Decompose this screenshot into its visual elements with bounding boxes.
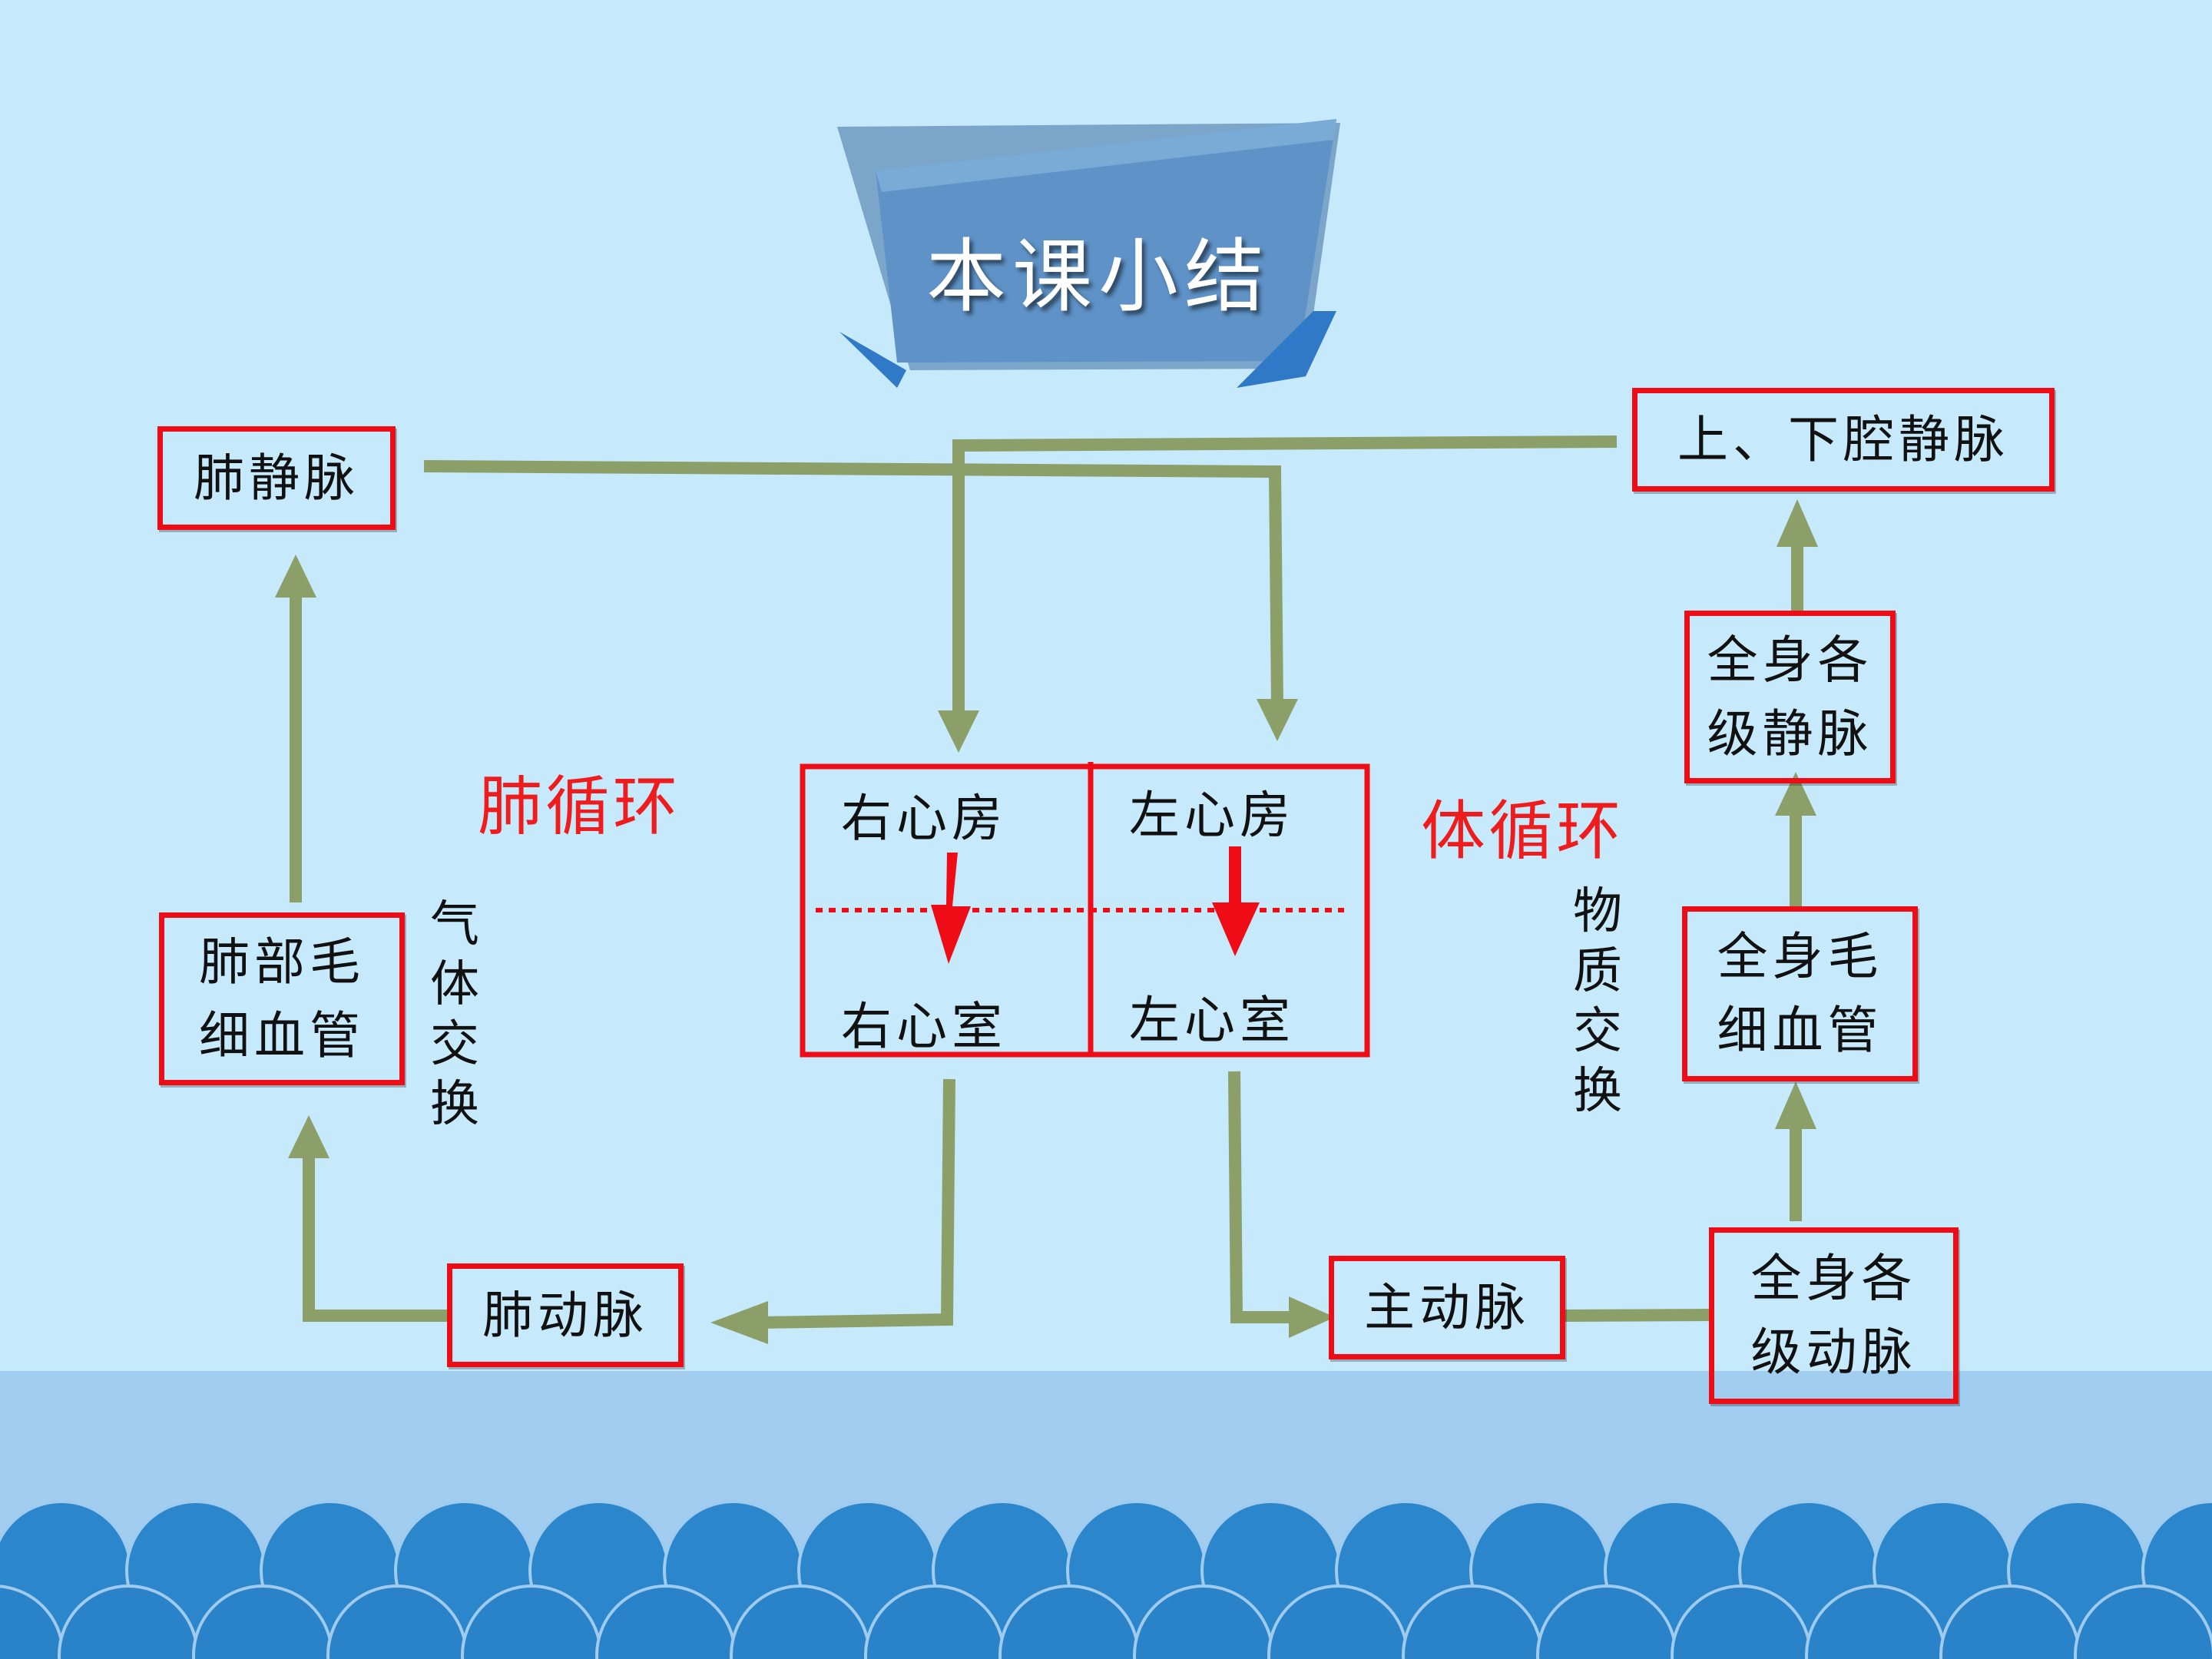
right-atrium-label: 右心房 — [841, 789, 1007, 848]
left-atrium-label: 左心房 — [1129, 786, 1295, 845]
right-ventricle-label: 右心室 — [841, 997, 1007, 1056]
node-pulmonary-artery-label: 肺动脉 — [482, 1285, 648, 1345]
heart-box — [800, 762, 1370, 1058]
line-right-ventricle-to-pulmonary-artery — [760, 1078, 955, 1329]
line-pulmonary-vein-to-left-atrium — [423, 460, 1283, 706]
wave-circle — [2074, 1584, 2212, 1659]
node-aorta: 主动脉 — [1329, 1256, 1565, 1359]
arrowhead-pulmonary-vein — [275, 555, 316, 598]
line-pulmonary-artery-to-lung-capillaries — [303, 1152, 447, 1322]
arrowhead-body-capillaries — [1775, 1081, 1816, 1129]
page-title: 本课小结 — [926, 230, 1270, 323]
node-lung-capillaries: 肺部毛 细血管 — [159, 912, 405, 1085]
node-pulmonary-vein: 肺静脉 — [157, 426, 396, 530]
arrowhead-aorta — [1289, 1296, 1335, 1338]
node-pulmonary-artery: 肺动脉 — [447, 1263, 684, 1367]
material-exchange-label: 物质交换 — [1573, 883, 1622, 1121]
red-arrow-left-heart — [1212, 846, 1260, 956]
node-body-capillaries-label: 全身毛 细血管 — [1717, 927, 1883, 1060]
node-aorta-label: 主动脉 — [1364, 1277, 1530, 1337]
line-vena-cava-to-right-atrium — [952, 435, 1618, 718]
pulmonary-circulation-label: 肺循环 — [478, 769, 681, 844]
node-body-veins-label: 全身各 级静脉 — [1707, 630, 1873, 763]
arrowhead-pulmonary-artery — [710, 1301, 768, 1344]
node-vena-cava: 上、下腔静脉 — [1632, 388, 2055, 492]
red-arrow-right-heart — [931, 853, 971, 964]
arrowhead-lung-capillaries — [288, 1115, 329, 1158]
systemic-circulation-label: 体循环 — [1421, 793, 1624, 869]
arrowhead-left-atrium — [1257, 699, 1298, 741]
arrowhead-body-veins — [1775, 772, 1816, 816]
gas-exchange-label: 气体交换 — [430, 896, 479, 1134]
node-lung-capillaries-label: 肺部毛 细血管 — [199, 932, 365, 1065]
left-ventricle-label: 左心室 — [1129, 991, 1295, 1050]
title-banner — [837, 119, 1340, 388]
node-body-veins: 全身各 级静脉 — [1684, 611, 1896, 783]
node-body-capillaries: 全身毛 细血管 — [1682, 906, 1918, 1081]
node-pulmonary-vein-label: 肺静脉 — [194, 448, 359, 508]
node-vena-cava-label: 上、下腔静脉 — [1677, 409, 2009, 469]
arrowhead-right-atrium — [938, 710, 979, 753]
node-body-arteries: 全身各 级动脉 — [1709, 1227, 1959, 1404]
arrowhead-vena-cava — [1777, 499, 1818, 547]
line-aorta-to-body-arteries — [1562, 1309, 1714, 1322]
node-body-arteries-label: 全身各 级动脉 — [1750, 1249, 1917, 1382]
line-left-ventricle-to-aorta — [1228, 1071, 1294, 1323]
